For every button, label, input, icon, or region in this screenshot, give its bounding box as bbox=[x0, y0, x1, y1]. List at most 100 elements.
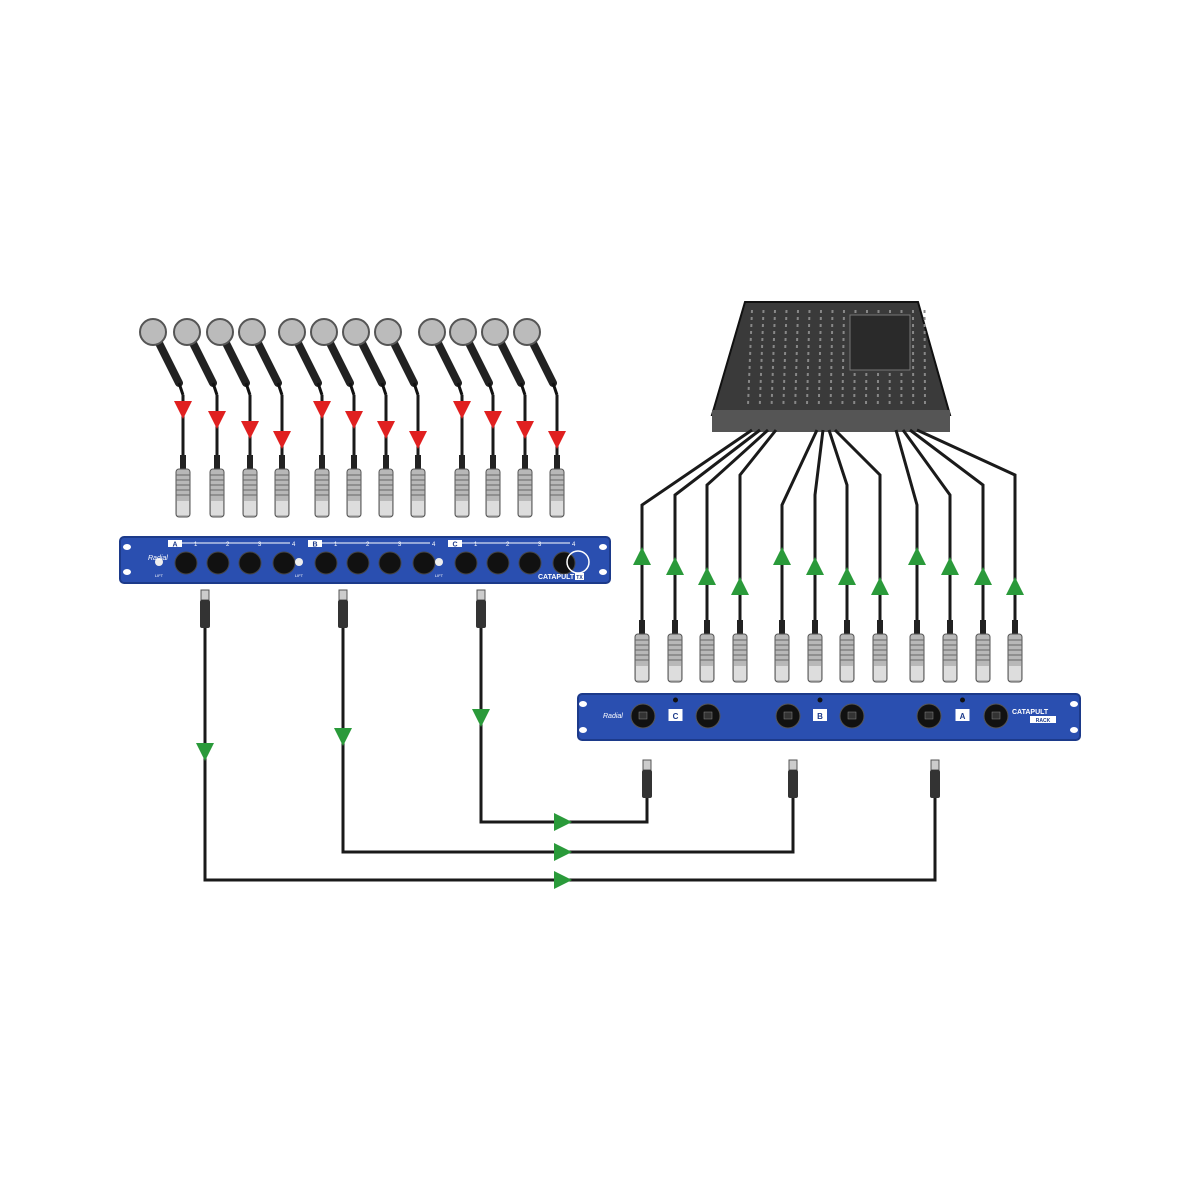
output-cable bbox=[673, 428, 761, 620]
output-arrow bbox=[731, 577, 749, 595]
cat5-cable bbox=[203, 628, 937, 882]
ground-screw bbox=[673, 697, 678, 703]
xlr-boot bbox=[415, 455, 421, 469]
xlr-boot bbox=[351, 455, 357, 469]
xlr-input-jack bbox=[206, 551, 230, 575]
xlr-male-connector bbox=[942, 620, 958, 683]
group-label-box bbox=[955, 709, 970, 721]
brand-logo: Radial bbox=[148, 555, 168, 562]
channel-number: 2 bbox=[226, 542, 230, 548]
output-cable bbox=[909, 428, 985, 620]
snake-arrow-right bbox=[554, 813, 572, 831]
rj45-connector-stage bbox=[200, 589, 210, 628]
xlr-tip bbox=[551, 501, 563, 515]
mic-grille bbox=[342, 318, 370, 346]
mixer-channel-strip bbox=[923, 309, 926, 406]
xlr-boot bbox=[319, 455, 325, 469]
xlr-input-jack bbox=[238, 551, 262, 575]
output-arrow bbox=[806, 557, 824, 575]
xlr-tip bbox=[636, 666, 648, 680]
mic-grille bbox=[310, 318, 338, 346]
xlr-male-connector bbox=[667, 620, 683, 683]
mixer-front bbox=[712, 410, 950, 432]
rj45-port bbox=[703, 711, 713, 720]
rj45-boot bbox=[788, 770, 798, 798]
ground-screw bbox=[960, 697, 965, 703]
output-cable bbox=[901, 429, 952, 620]
lift-label: LIFT bbox=[295, 573, 304, 578]
mic-cable bbox=[456, 382, 464, 396]
lift-label: LIFT bbox=[155, 573, 164, 578]
rj45-boot bbox=[642, 770, 652, 798]
rack-ear-hole bbox=[599, 569, 607, 575]
rack-ear-hole bbox=[1070, 701, 1078, 707]
group-label-box bbox=[168, 540, 182, 547]
snake-arrow-down bbox=[196, 743, 214, 761]
input-arrow bbox=[313, 401, 331, 419]
xlr-female-connector bbox=[549, 455, 565, 518]
mixer-channel-strip bbox=[794, 309, 799, 406]
rj45-plug bbox=[642, 759, 652, 771]
input-arrow bbox=[241, 421, 259, 439]
rj45-connector-stage bbox=[338, 589, 348, 628]
xlr-female-connector bbox=[175, 455, 191, 518]
xlr-input-jack bbox=[518, 551, 542, 575]
xlr-boot bbox=[554, 455, 560, 469]
fan-grille bbox=[566, 550, 590, 574]
xlr-tip bbox=[874, 666, 886, 680]
xlr-boot bbox=[459, 455, 465, 469]
xlr-female-connector bbox=[485, 455, 501, 518]
xlr-boot bbox=[737, 620, 743, 634]
rj45-connector-rack bbox=[930, 759, 940, 798]
rack-ear-hole bbox=[1070, 727, 1078, 733]
xlr-boot bbox=[214, 455, 220, 469]
xlr-boot bbox=[247, 455, 253, 469]
mic-grille bbox=[481, 318, 509, 346]
rack-ear-hole bbox=[599, 544, 607, 550]
channel-number: 2 bbox=[366, 542, 370, 548]
mic-grille bbox=[513, 318, 541, 346]
xlr-male-connector bbox=[807, 620, 823, 683]
xlr-input-jack bbox=[412, 551, 436, 575]
brand-logo: Radial bbox=[603, 713, 623, 720]
mixer-master-section bbox=[849, 314, 911, 371]
mic-cable bbox=[244, 382, 252, 396]
xlr-tip bbox=[316, 501, 328, 515]
input-arrow bbox=[484, 411, 502, 429]
output-cable bbox=[738, 429, 778, 620]
output-arrow bbox=[908, 547, 926, 565]
xlr-female-connector bbox=[517, 455, 533, 518]
mic-cable bbox=[348, 382, 356, 396]
xlr-tip bbox=[944, 666, 956, 680]
ground-screw bbox=[817, 697, 823, 703]
mixer-console bbox=[710, 301, 952, 432]
output-arrow bbox=[871, 577, 889, 595]
mic-cable bbox=[412, 382, 420, 396]
mic-grille bbox=[449, 318, 477, 346]
mic-cable bbox=[487, 382, 495, 396]
xlr-boot bbox=[180, 455, 186, 469]
microphone bbox=[481, 318, 527, 396]
mixer-channel-strip bbox=[747, 309, 753, 406]
channel-number: 2 bbox=[506, 542, 510, 548]
xlr-boot bbox=[279, 455, 285, 469]
mic-cable bbox=[519, 382, 527, 396]
microphone bbox=[342, 318, 388, 396]
xlr-tip bbox=[487, 501, 499, 515]
rj45-boot bbox=[476, 600, 486, 628]
xlr-boot bbox=[639, 620, 645, 634]
xlr-male-connector bbox=[1007, 620, 1023, 683]
output-cable bbox=[833, 428, 882, 620]
xlr-male-connector bbox=[872, 620, 888, 683]
mic-grille bbox=[139, 318, 167, 346]
xlr-tip bbox=[1009, 666, 1021, 680]
input-arrow bbox=[208, 411, 226, 429]
xlr-tip bbox=[519, 501, 531, 515]
xlr-boot bbox=[490, 455, 496, 469]
microphone bbox=[449, 318, 495, 396]
xlr-input-jack bbox=[314, 551, 338, 575]
output-arrow bbox=[773, 547, 791, 565]
rj45-boot bbox=[200, 600, 210, 628]
xlr-boot bbox=[812, 620, 818, 634]
